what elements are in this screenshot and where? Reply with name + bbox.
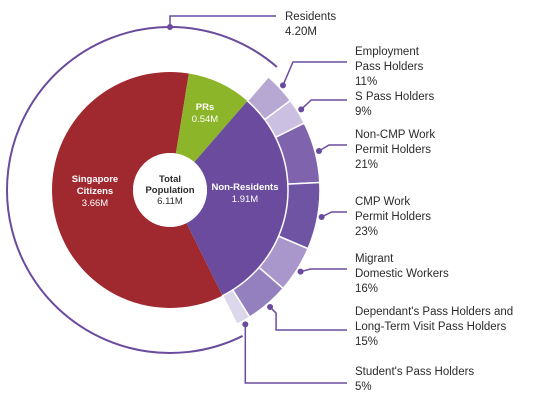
leader-dot-2 [298, 106, 305, 113]
leader-line-residents [169, 15, 276, 27]
leader-line-6 [269, 306, 347, 331]
breakdown-segment-7 [221, 288, 251, 326]
leader-dot-6 [267, 304, 274, 311]
slice-prs [175, 73, 248, 163]
leader-dot-5 [297, 268, 304, 275]
leader-line-5 [300, 268, 347, 273]
chart-rings [6, 26, 321, 354]
slice-non-residents [186, 100, 288, 296]
residents-arc [6, 26, 278, 354]
leader-dot-1 [279, 82, 286, 89]
leader-dot-7 [242, 321, 249, 328]
slice-singapore-citizens [52, 71, 223, 309]
leader-line-3 [318, 144, 347, 152]
leader-line-2 [300, 99, 347, 110]
leader-dot-residents [167, 24, 173, 30]
leader-lines [167, 15, 347, 384]
leader-line-7 [244, 324, 347, 384]
center-hole [133, 153, 207, 227]
leader-line-4 [321, 211, 347, 218]
leader-dot-4 [318, 213, 325, 220]
leader-dot-3 [315, 147, 322, 154]
leader-line-1 [282, 61, 347, 86]
